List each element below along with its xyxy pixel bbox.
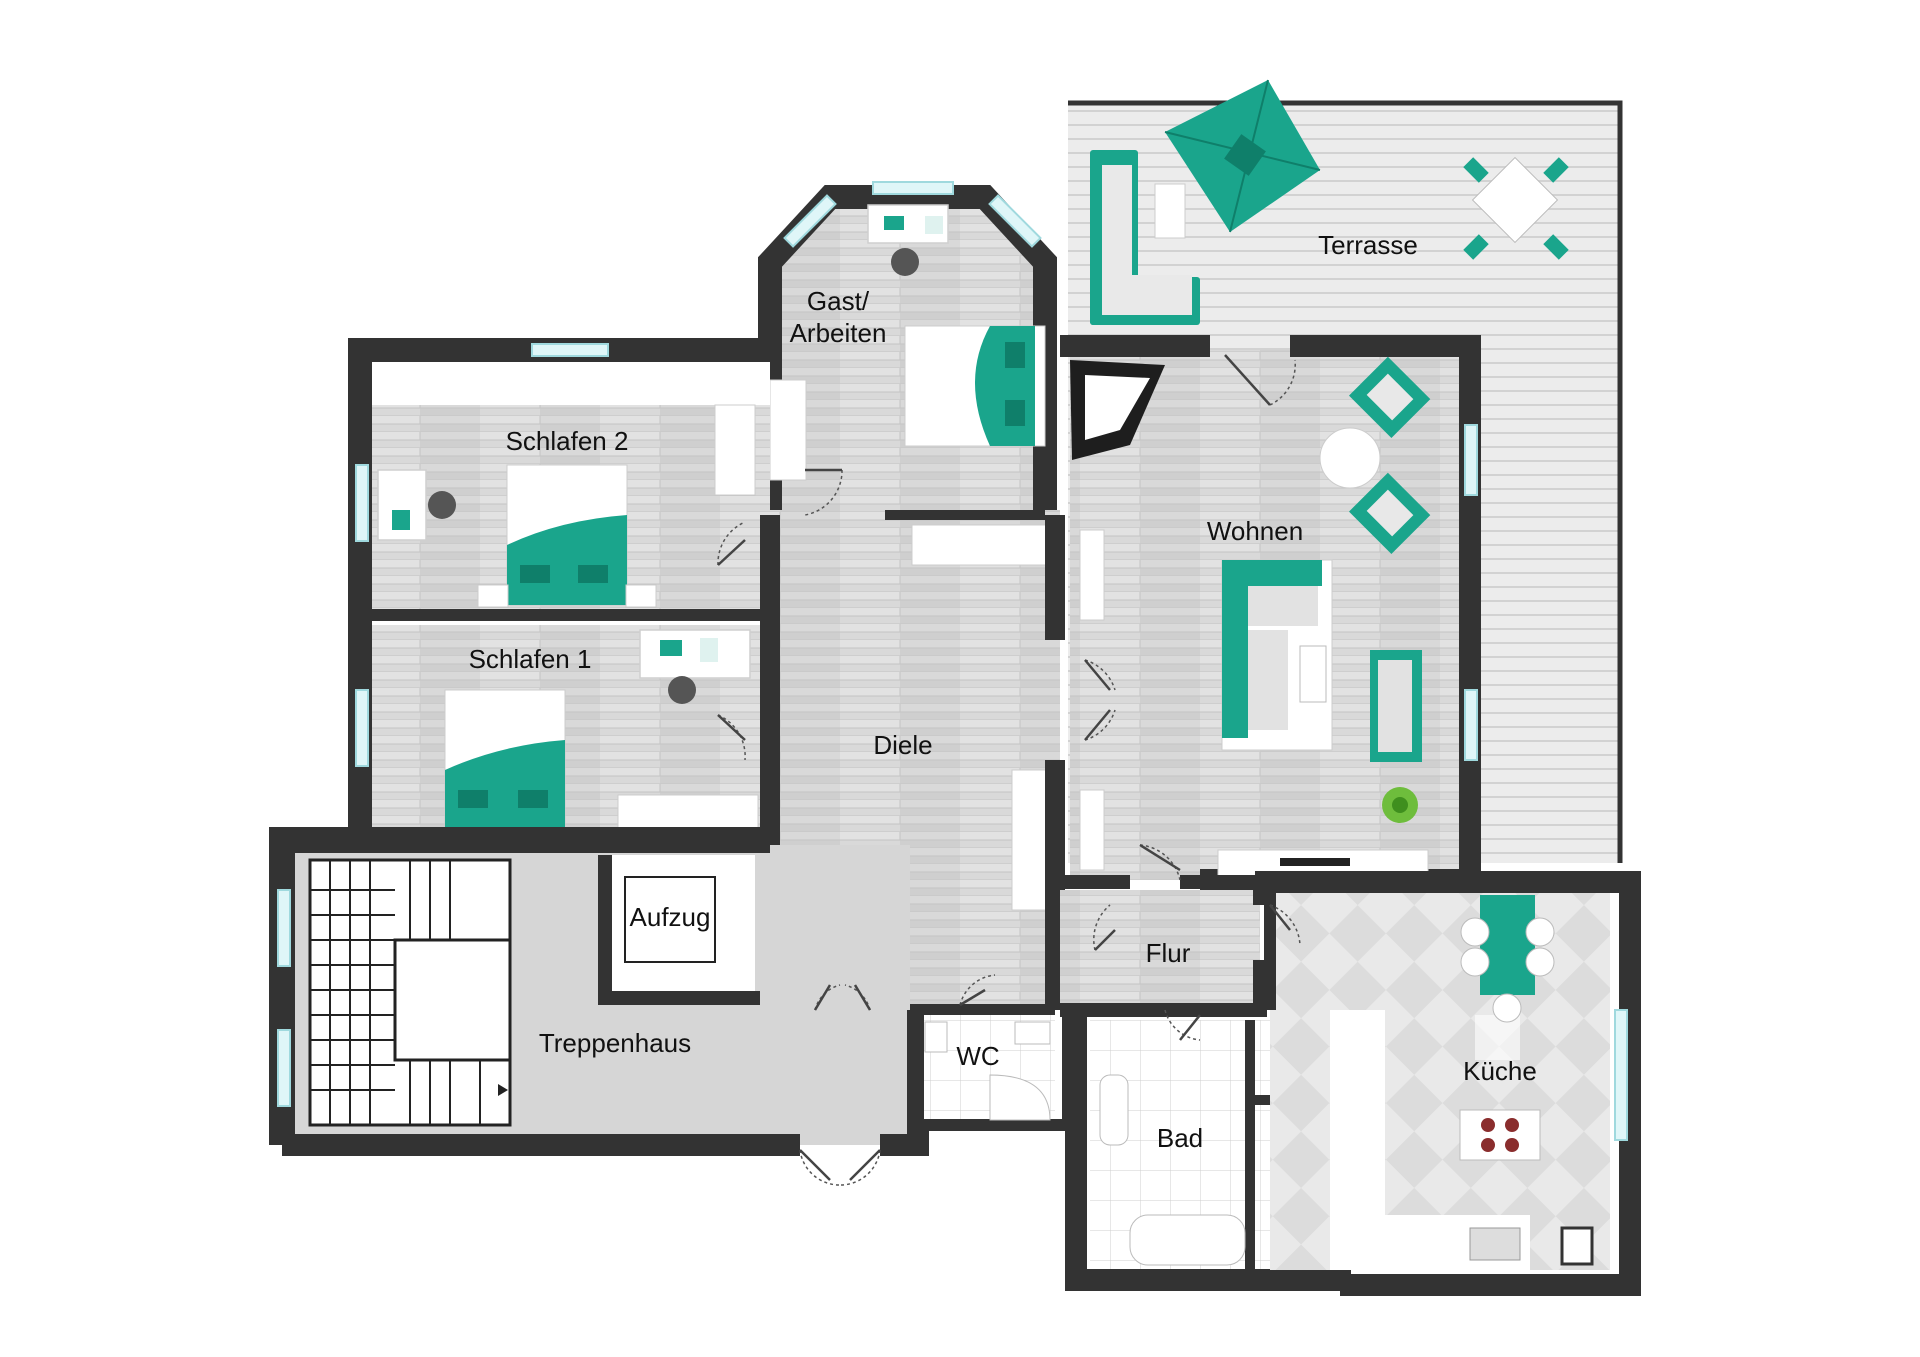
armchairs [1319,356,1431,555]
bathtub [1129,1214,1246,1266]
room-wohnen: Wohnen [1060,335,1481,891]
bed [477,464,657,608]
room-label-gast-line2: Arbeiten [790,318,887,348]
room-label-kueche: Küche [1463,1056,1537,1086]
room-schlafen-2: Schlafen 2 [348,338,770,615]
patio-table [1463,156,1569,260]
room-label-wohnen: Wohnen [1207,516,1303,546]
lounge-sofa [1090,150,1200,325]
room-flur: Flur [1060,875,1267,1017]
room-label-terrasse: Terrasse [1318,230,1418,260]
bed [904,325,1046,447]
dining-table [1460,895,1555,1023]
room-label-flur: Flur [1146,938,1191,968]
room-label-aufzug: Aufzug [630,902,711,932]
room-schlafen-1: Schlafen 1 [348,609,770,840]
aufzug: Aufzug [598,855,760,1005]
room-label-gast-line1: Gast/ [807,286,870,316]
room-label-schlafen-1: Schlafen 1 [469,644,592,674]
desk [867,204,949,244]
window [872,181,954,195]
staircase [308,858,512,1127]
room-label-schlafen-2: Schlafen 2 [506,426,629,456]
room-gast-arbeiten: Gast/ Arbeiten [758,181,1057,510]
room-treppenhaus: Aufzug Treppenhaus [269,827,929,1156]
room-wc: WC [912,1010,1074,1131]
bed [444,689,566,831]
room-label-bad: Bad [1157,1123,1203,1153]
plant-icon [1382,787,1418,823]
parasol [1164,79,1321,233]
sofa [1221,559,1422,762]
sink-icon [1469,1227,1521,1261]
cooktop-icon [1459,1109,1541,1161]
room-label-treppenhaus: Treppenhaus [539,1028,691,1058]
doors [717,354,1301,1186]
room-label-diele: Diele [873,730,932,760]
room-kueche: Küche [1255,871,1641,1296]
fireplace [1070,360,1165,460]
room-label-wc: WC [956,1041,999,1071]
